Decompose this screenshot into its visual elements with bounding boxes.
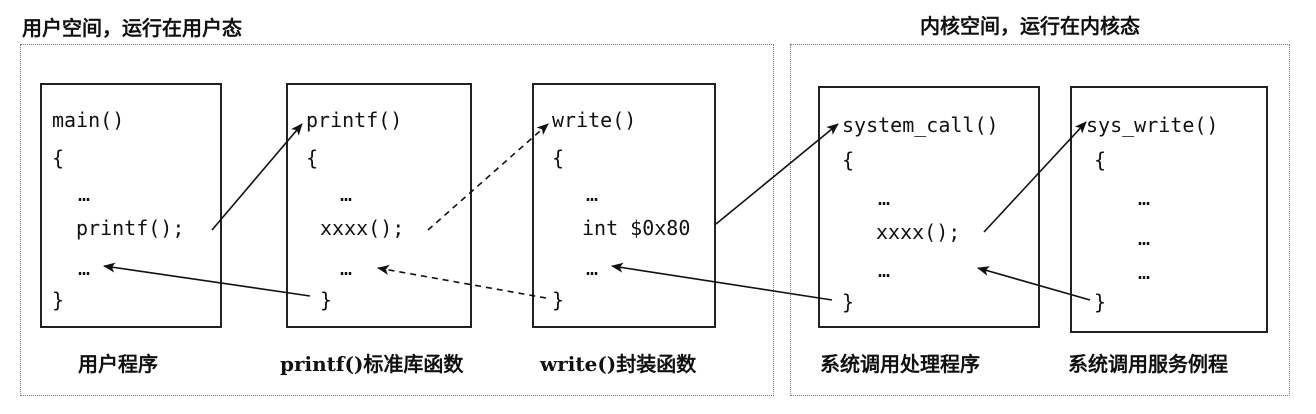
code-line: … (78, 182, 91, 206)
code-line: { (52, 146, 65, 170)
code-line: int $0x80 (582, 216, 691, 240)
code-line: { (842, 148, 855, 172)
code-line: xxxx(); (876, 220, 961, 244)
box-caption: 用户程序 (78, 352, 158, 376)
code-line: } (552, 288, 565, 312)
code-line: write() (552, 108, 637, 132)
code-line: … (1138, 186, 1151, 210)
code-line: { (1094, 148, 1107, 172)
box-caption: 系统调用处理程序 (820, 352, 980, 376)
code-line: … (340, 256, 353, 280)
kernel-space-title: 内核空间，运行在内核态 (920, 14, 1140, 38)
code-line: } (842, 290, 855, 314)
sys-write-service-box (1070, 86, 1268, 333)
code-line: … (878, 186, 891, 210)
box-caption: printf()标准库函数 (280, 352, 464, 376)
code-line: { (306, 146, 319, 170)
code-line: … (1138, 226, 1151, 250)
code-line: } (52, 288, 65, 312)
code-line: xxxx(); (320, 216, 405, 240)
code-line: … (78, 256, 91, 280)
code-line: … (1138, 260, 1151, 284)
code-line: { (552, 146, 565, 170)
user-space-title: 用户空间，运行在用户态 (22, 16, 242, 40)
code-line: … (340, 182, 353, 206)
box-caption: 系统调用服务例程 (1068, 352, 1228, 376)
code-line: main() (52, 108, 125, 132)
code-line: printf() (306, 108, 403, 132)
code-line: system_call() (842, 113, 999, 137)
code-line: … (878, 258, 891, 282)
code-line: … (586, 256, 599, 280)
code-line: } (1094, 290, 1107, 314)
box-caption: write()封装函数 (540, 352, 697, 376)
code-line: printf(); (76, 216, 185, 240)
code-line: … (586, 182, 599, 206)
code-line: sys_write() (1086, 113, 1219, 137)
code-line: } (320, 288, 333, 312)
